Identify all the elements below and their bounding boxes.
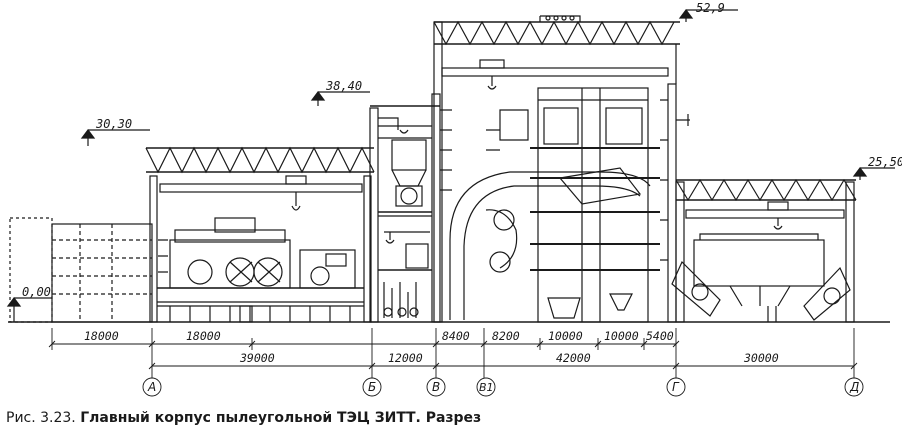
- elevation-label: 52,9: [696, 1, 725, 15]
- elevation-marks: [6, 9, 895, 322]
- axis-label: Г: [672, 380, 680, 394]
- elevation-label: 25,50: [868, 155, 902, 169]
- dimension-label: 10000: [604, 329, 639, 343]
- caption-text: Главный корпус пылеугольной ТЭЦ ЗИТТ. Ра…: [80, 410, 482, 426]
- axis-label: В1: [479, 381, 494, 394]
- axis-bubble-b: [362, 377, 382, 397]
- precipitator-bay: [671, 178, 857, 323]
- dimension-label: 42000: [556, 351, 591, 365]
- dimension-label: 30000: [743, 351, 779, 365]
- axis-bubble-a: [142, 377, 162, 397]
- dimension-label: 8200: [492, 329, 520, 343]
- elevation-label: 38,40: [325, 79, 362, 93]
- dimension-label: 5400: [646, 329, 674, 343]
- axis-bubble-d: [844, 377, 864, 397]
- dimension-label: 8400: [442, 329, 470, 343]
- dimension-label: 10000: [548, 329, 583, 343]
- axis-bubble-v: [426, 377, 446, 397]
- left-annex: [9, 217, 153, 323]
- axis-label: Д: [849, 380, 859, 394]
- dimension-label: 39000: [239, 351, 275, 365]
- axis-label: Б: [368, 380, 376, 394]
- dimension-lines: [48, 328, 864, 397]
- cross-section-drawing: 0,00 30,30 38,40 52,9 25,50 18000 18000 …: [6, 1, 902, 397]
- dimension-label: 12000: [388, 351, 423, 365]
- boiler-house: [433, 15, 690, 323]
- axis-bubble-v1: [476, 377, 496, 397]
- caption-number: Рис. 3.23.: [6, 410, 76, 426]
- axis-label: В: [432, 380, 440, 394]
- elevation-label: 0,00: [22, 285, 51, 299]
- dimension-label: 18000: [84, 329, 119, 343]
- axis-label: А: [147, 380, 156, 394]
- turbine-hall: [145, 146, 375, 323]
- elevation-label: 30,30: [95, 117, 132, 131]
- dimension-label: 18000: [186, 329, 221, 343]
- axis-bubble-g: [666, 377, 686, 397]
- figure-caption: Рис. 3.23. Главный корпус пылеугольной Т…: [6, 410, 481, 426]
- deaerator-bay: [369, 93, 452, 323]
